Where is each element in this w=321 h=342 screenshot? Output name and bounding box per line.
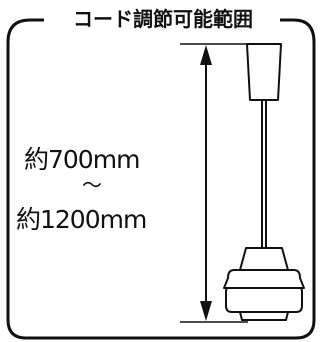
range-separator: 〜 bbox=[82, 173, 102, 197]
shade-bottom-rim bbox=[239, 311, 289, 321]
pendant-lamp bbox=[223, 43, 305, 321]
ceiling-canopy bbox=[246, 43, 282, 101]
min-length-label: 約700mm bbox=[24, 145, 140, 174]
frame-border bbox=[6, 18, 316, 340]
cord bbox=[261, 99, 267, 249]
dimension-arrow bbox=[180, 43, 248, 323]
max-length-label: 約1200mm bbox=[16, 205, 147, 234]
lamp-socket bbox=[239, 247, 289, 271]
shade-upper bbox=[223, 269, 305, 289]
diagram-title: コード調節可能範囲 bbox=[56, 4, 270, 34]
arrow-head-bottom bbox=[200, 301, 212, 321]
arrow-head-top bbox=[200, 45, 212, 65]
shade-lower bbox=[225, 287, 303, 313]
